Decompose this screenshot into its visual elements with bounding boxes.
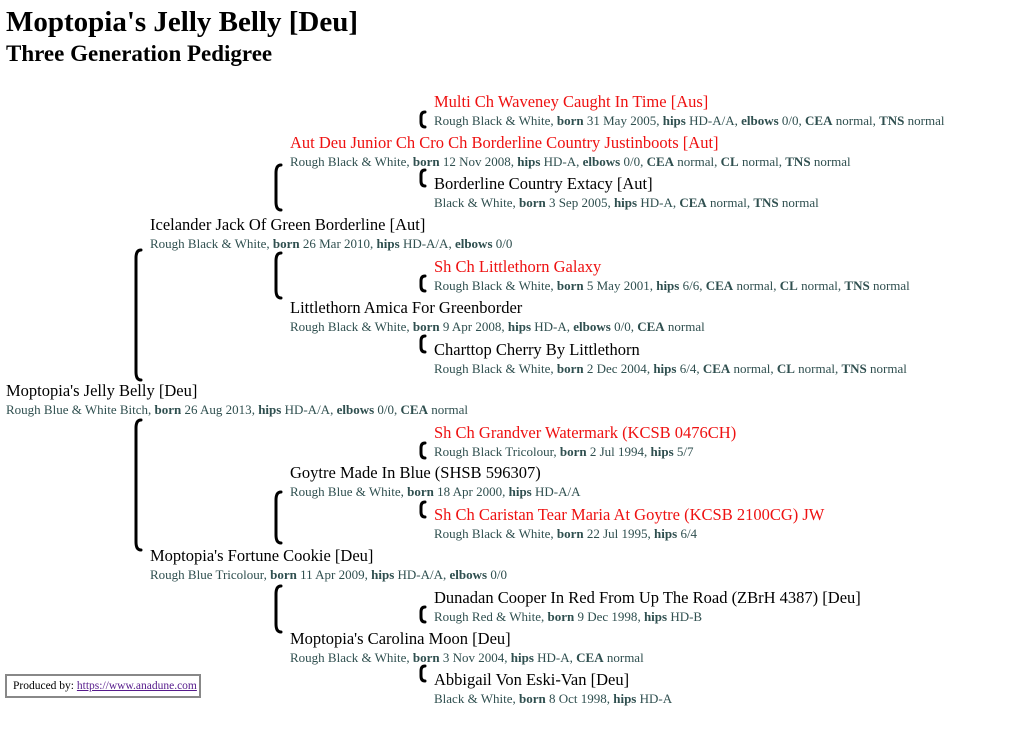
dog-name: Sh Ch Caristan Tear Maria At Goytre (KCS… — [434, 505, 825, 524]
dog-sire-sire-dam: Borderline Country Extacy [Aut] Black & … — [434, 174, 819, 211]
dog-name: Littlethorn Amica For Greenborder — [290, 298, 523, 317]
bracket-ds-dam — [419, 500, 427, 519]
bracket-ss-dam — [419, 168, 427, 188]
dog-sire: Icelander Jack Of Green Borderline [Aut]… — [150, 215, 512, 252]
dog-detail: Rough Black & White, born 9 Apr 2008, hi… — [290, 319, 705, 334]
dog-dam-sire-sire: Sh Ch Grandver Watermark (KCSB 0476CH) R… — [434, 423, 736, 460]
dog-detail: Rough Black & White, born 12 Nov 2008, h… — [290, 154, 851, 169]
bracket-ds-sire — [419, 441, 427, 460]
bracket-sire-sire — [274, 163, 283, 212]
bracket-sd-dam — [419, 334, 427, 354]
dog-name: Multi Ch Waveney Caught In Time [Aus] — [434, 92, 709, 111]
dog-sire-sire-sire: Multi Ch Waveney Caught In Time [Aus] Ro… — [434, 92, 944, 129]
dog-sire-dam-dam: Charttop Cherry By Littlethorn Rough Bla… — [434, 340, 907, 377]
dog-detail: Rough Blue Tricolour, born 11 Apr 2009, … — [150, 567, 507, 582]
dog-name: Goytre Made In Blue (SHSB 596307) — [290, 463, 541, 482]
bracket-dam-sire — [274, 490, 283, 545]
dog-sire-sire: Aut Deu Junior Ch Cro Ch Borderline Coun… — [290, 133, 851, 170]
dog-name: Sh Ch Grandver Watermark (KCSB 0476CH) — [434, 423, 737, 442]
bracket-subject-sire — [134, 248, 143, 382]
dog-name: Aut Deu Junior Ch Cro Ch Borderline Coun… — [290, 133, 719, 152]
page-subtitle: Three Generation Pedigree — [6, 41, 273, 66]
dog-name: Moptopia's Jelly Belly [Deu] — [6, 381, 198, 400]
dog-subject: Moptopia's Jelly Belly [Deu] Rough Blue … — [6, 381, 468, 418]
producer-link[interactable]: https://www.anadune.com — [76, 680, 197, 692]
bracket-subject-dam — [134, 418, 143, 552]
dog-sire-dam-sire: Sh Ch Littlethorn Galaxy Rough Black & W… — [434, 257, 910, 294]
dog-detail: Rough Black & White, born 2 Dec 2004, hi… — [434, 361, 907, 376]
dog-dam-sire-dam: Sh Ch Caristan Tear Maria At Goytre (KCS… — [434, 505, 824, 542]
bracket-dd-sire — [419, 605, 427, 624]
dog-detail: Rough Black Tricolour, born 2 Jul 1994, … — [434, 444, 694, 459]
dog-detail: Rough Blue & White Bitch, born 26 Aug 20… — [6, 402, 469, 417]
bracket-ss-sire — [419, 110, 427, 129]
dog-dam-dam-sire: Dunadan Cooper In Red From Up The Road (… — [434, 588, 861, 625]
bracket-sire-dam — [274, 251, 283, 300]
dog-name: Borderline Country Extacy [Aut] — [434, 174, 653, 193]
dog-name: Dunadan Cooper In Red From Up The Road (… — [434, 588, 861, 607]
dog-name: Sh Ch Littlethorn Galaxy — [434, 257, 602, 276]
dog-detail: Black & White, born 8 Oct 1998, hips HD-… — [434, 691, 673, 706]
dog-detail: Rough Red & White, born 9 Dec 1998, hips… — [434, 609, 703, 624]
dog-sire-dam: Littlethorn Amica For Greenborder Rough … — [290, 298, 705, 335]
dog-name: Charttop Cherry By Littlethorn — [434, 340, 640, 359]
producer-credit-box: Produced by: https://www.anadune.com — [5, 674, 201, 698]
dog-detail: Rough Black & White, born 31 May 2005, h… — [434, 113, 945, 128]
dog-dam-dam: Moptopia's Carolina Moon [Deu] Rough Bla… — [290, 629, 644, 666]
producer-label: Produced by: — [13, 680, 75, 692]
dog-name: Moptopia's Fortune Cookie [Deu] — [150, 546, 374, 565]
dog-name: Moptopia's Carolina Moon [Deu] — [290, 629, 511, 648]
bracket-sd-sire — [419, 274, 427, 293]
dog-dam: Moptopia's Fortune Cookie [Deu] Rough Bl… — [150, 546, 507, 583]
dog-dam-sire: Goytre Made In Blue (SHSB 596307) Rough … — [290, 463, 581, 500]
page-title: Moptopia's Jelly Belly [Deu] — [6, 6, 359, 38]
bracket-dd-dam — [419, 664, 427, 683]
dog-name: Abbigail Von Eski-Van [Deu] — [434, 670, 630, 689]
dog-detail: Black & White, born 3 Sep 2005, hips HD-… — [434, 195, 819, 210]
dog-detail: Rough Black & White, born 26 Mar 2010, h… — [150, 236, 513, 251]
dog-name: Icelander Jack Of Green Borderline [Aut] — [150, 215, 426, 234]
dog-dam-dam-dam: Abbigail Von Eski-Van [Deu] Black & Whit… — [434, 670, 672, 707]
dog-detail: Rough Black & White, born 5 May 2001, hi… — [434, 278, 910, 293]
dog-detail: Rough Black & White, born 3 Nov 2004, hi… — [290, 650, 644, 665]
dog-detail: Rough Black & White, born 22 Jul 1995, h… — [434, 526, 698, 541]
bracket-dam-dam — [274, 584, 283, 634]
dog-detail: Rough Blue & White, born 18 Apr 2000, hi… — [290, 484, 581, 499]
